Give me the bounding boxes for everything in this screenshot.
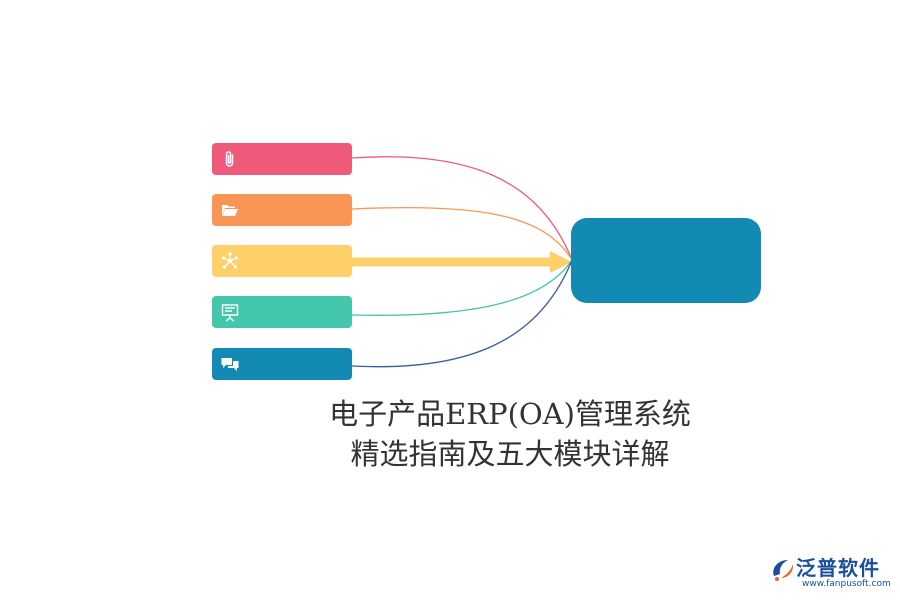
diagram-title: 电子产品ERP(OA)管理系统 精选指南及五大模块详解: [300, 394, 720, 474]
module-bar-1: [212, 143, 352, 175]
module-bar-4: [212, 296, 352, 328]
fanpu-logo-mark-icon: [768, 554, 798, 584]
presentation-board-icon: [220, 302, 240, 322]
folder-open-icon: [220, 200, 240, 220]
connector-5: [351, 259, 573, 368]
module-bar-3: [212, 245, 352, 277]
brand-name: 泛普软件: [796, 556, 880, 580]
brand-url: www.fanpusoft.com: [802, 579, 891, 589]
connector-1: [351, 156, 573, 261]
central-hub-box: [571, 218, 761, 303]
module-bar-5: [212, 348, 352, 380]
title-line-1: 电子产品ERP(OA)管理系统: [329, 397, 691, 431]
connector-4: [351, 259, 573, 316]
module-bar-2: [212, 194, 352, 226]
title-line-2: 精选指南及五大模块详解: [350, 437, 670, 471]
paperclip-icon: [220, 149, 240, 169]
connector-2: [351, 206, 573, 261]
chat-bubbles-icon: [220, 354, 240, 374]
connector-3-arrowhead: [550, 251, 572, 273]
network-icon: [220, 251, 240, 271]
brand-logo: 泛普软件 www.fanpusoft.com: [768, 552, 894, 596]
